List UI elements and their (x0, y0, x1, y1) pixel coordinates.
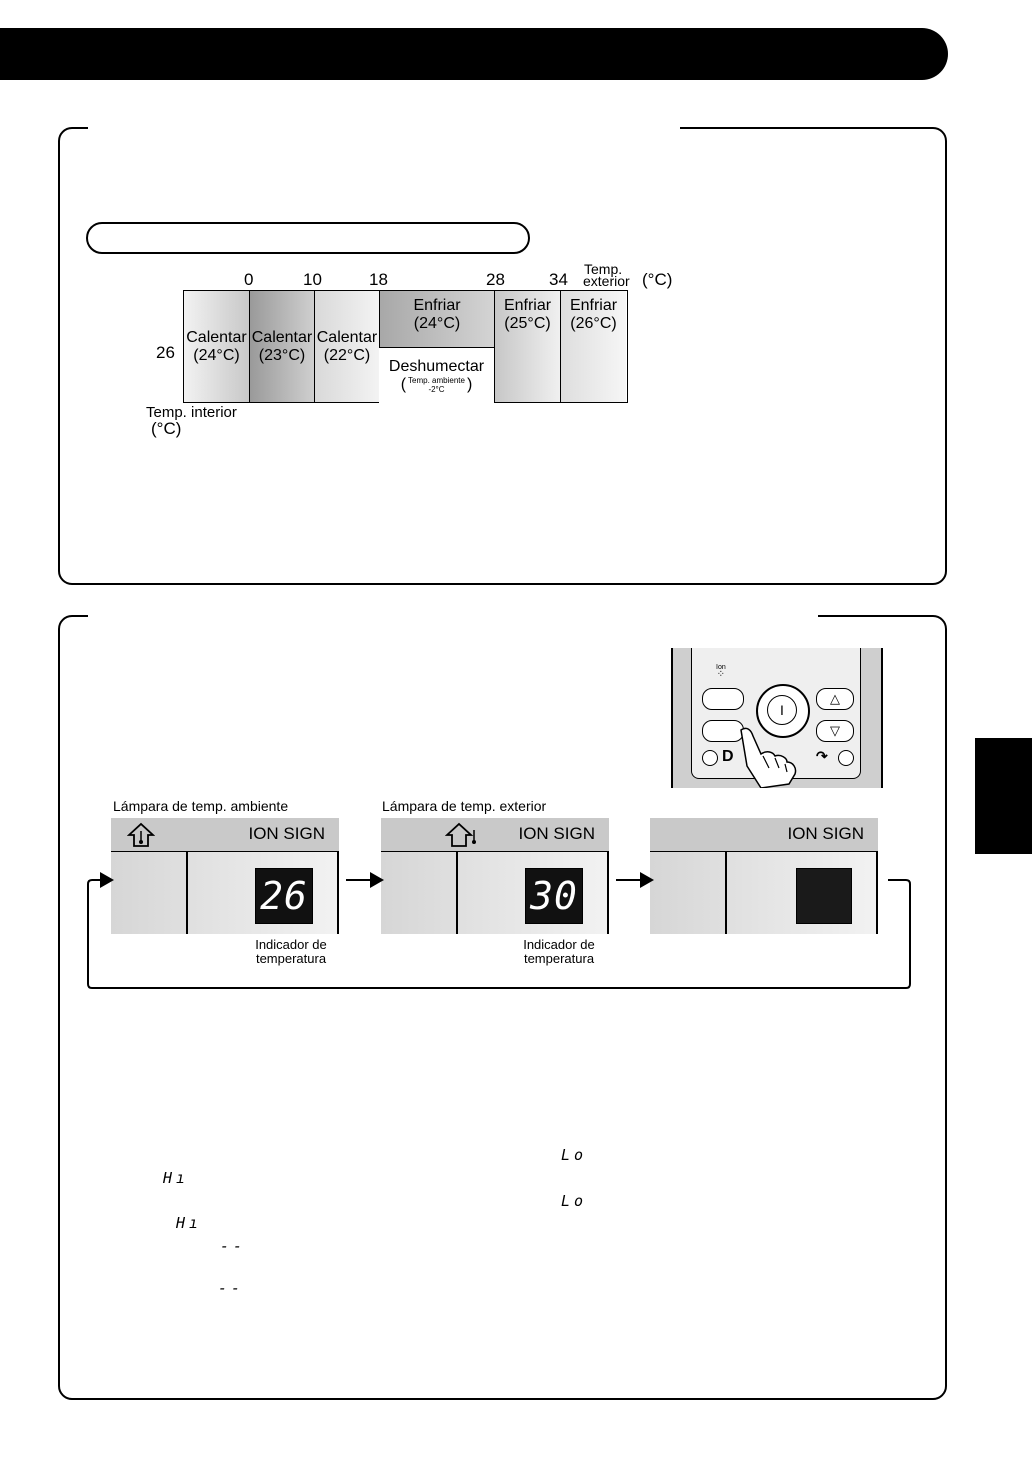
right-round-button[interactable] (838, 750, 854, 766)
tick-34: 34 (549, 270, 568, 289)
lcd-code-dash-1: -- (220, 1237, 247, 1255)
tick-28: 28 (486, 270, 505, 289)
ion-sign-label: ION SIGN (518, 824, 595, 843)
power-button[interactable]: I (756, 684, 810, 738)
mode-cell-heat-22: Calentar(22°C) (315, 291, 380, 402)
cycle-flow-arrows (87, 872, 911, 989)
triangle-down-icon: ▽ (830, 723, 840, 738)
temperature-indicator-blank (796, 868, 852, 924)
lcd-code-hi-2: Hı (176, 1214, 203, 1232)
left-round-button[interactable] (702, 750, 718, 766)
display-off: ION SIGN (650, 818, 878, 934)
mode-cell-cool-26: Enfriar(26°C) (561, 291, 626, 402)
ion-icon: Ion ⁘ (716, 664, 726, 680)
d-label: D (722, 748, 734, 765)
house-indoor-thermometer-icon (127, 822, 155, 847)
temp-up-button[interactable]: △ (816, 688, 854, 710)
header-bar (0, 28, 948, 80)
display-indoor-temp: ION SIGN 26 (111, 818, 339, 934)
ion-button[interactable] (702, 688, 744, 710)
outdoor-unit: (°C) (642, 270, 673, 289)
lcd-code-lo-1: Lo (561, 1146, 588, 1164)
temp-down-button[interactable]: ▽ (816, 720, 854, 742)
outdoor-label-2: exterior (583, 273, 630, 289)
house-outdoor-thermometer-icon (445, 822, 476, 847)
tick-18: 18 (369, 270, 388, 289)
outdoor-label-1: Temp. (584, 261, 623, 277)
indoor-value: 26 (156, 343, 175, 362)
mode-table: Calentar(24°C) Calentar(23°C) Calentar(2… (183, 290, 628, 403)
lcd-code-dash-2: -- (218, 1279, 245, 1297)
temperature-indicator: 26 (255, 868, 313, 924)
pressing-hand-icon (740, 727, 797, 788)
mode-cell-heat-23: Calentar(23°C) (250, 291, 315, 402)
indoor-label: Temp. interior (146, 404, 237, 421)
timer-icon: ↷ (816, 748, 828, 764)
indoor-unit: (°C) (151, 419, 182, 438)
lcd-code-lo-2: Lo (561, 1192, 588, 1210)
section-tab (975, 738, 1032, 854)
tick-0: 0 (244, 270, 254, 289)
lamp-label-outdoor: Lámpara de temp. exterior (382, 798, 547, 814)
display-outdoor-temp: ION SIGN 30 (381, 818, 609, 934)
section-pill-heading (86, 222, 530, 254)
lcd-code-hi-1: Hı (163, 1169, 190, 1187)
remote-control-illustration: Ion ⁘ I △ ▽ D ↷ (671, 648, 883, 788)
temperature-indicator: 30 (525, 868, 583, 924)
lamp-label-indoor: Lámpara de temp. ambiente (113, 798, 289, 814)
triangle-up-icon: △ (830, 691, 840, 706)
mode-cell-heat-24: Calentar(24°C) (184, 291, 250, 402)
tick-10: 10 (303, 270, 322, 289)
mode-cell-dry: Deshumectar ( Temp. ambiente -2°C ) (379, 347, 494, 403)
power-icon: I (767, 695, 797, 725)
ion-sign-label: ION SIGN (248, 824, 325, 843)
ion-sign-label: ION SIGN (787, 824, 864, 843)
mode-cell-cool-25: Enfriar(25°C) (495, 291, 561, 402)
